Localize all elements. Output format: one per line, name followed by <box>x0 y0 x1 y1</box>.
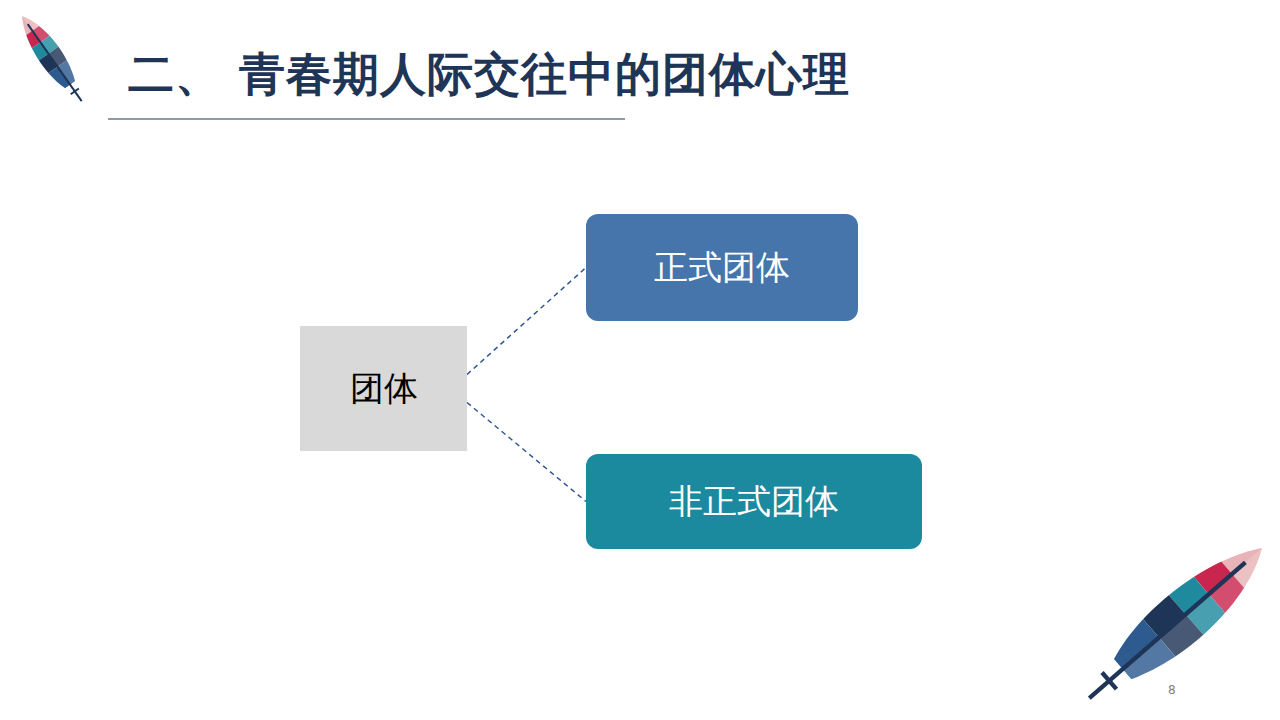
group-box: 团体 <box>300 326 467 451</box>
formal-group-box: 正式团体 <box>586 214 858 321</box>
node-text: 正式团体 <box>654 245 790 291</box>
node-text: 团体 <box>350 366 418 412</box>
page-number: 8 <box>1168 683 1176 697</box>
dashed-connector <box>467 403 586 502</box>
feather-icon <box>1060 515 1280 720</box>
title-underline <box>108 118 625 119</box>
dashed-connector <box>467 268 586 375</box>
slide-title: 二、 青春期人际交往中的团体心理 <box>128 44 850 106</box>
feather-icon <box>6 5 98 113</box>
informal-group-box: 非正式团体 <box>586 454 922 549</box>
node-text: 非正式团体 <box>669 479 839 525</box>
